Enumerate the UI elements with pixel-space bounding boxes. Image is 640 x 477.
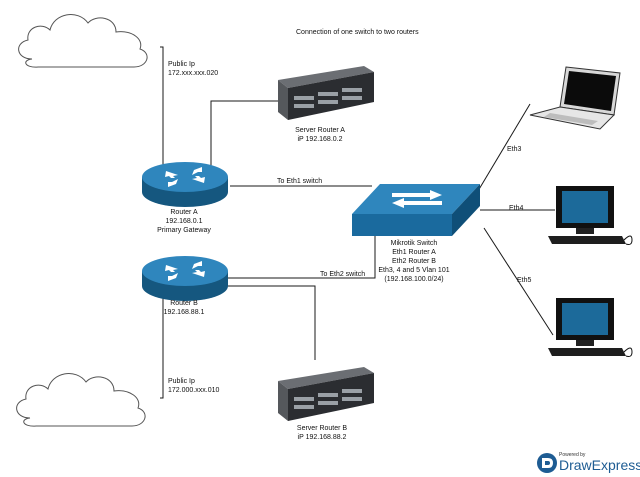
server-icon bbox=[278, 66, 374, 120]
server-icon bbox=[278, 367, 374, 421]
label-line: Primary Gateway bbox=[157, 227, 211, 234]
switch-label: Mikrotik Switch Eth1 Router A Eth2 Route… bbox=[378, 239, 449, 284]
label-line: iP 192.168.88.2 bbox=[297, 434, 347, 441]
diagram-title: Connection of one switch to two routers bbox=[296, 29, 419, 36]
switch-icon bbox=[352, 184, 480, 236]
to-eth2-label: To Eth2 switch bbox=[320, 271, 366, 278]
label-line: (192.168.100.0/24) bbox=[384, 276, 444, 283]
desktop-icon bbox=[548, 186, 633, 245]
link-switch-laptop bbox=[474, 103, 531, 197]
label-line: 192.168.88.1 bbox=[163, 309, 205, 316]
link-router-b-switch bbox=[228, 232, 376, 279]
drawexpress-brand: Powered by DrawExpress bbox=[537, 452, 640, 474]
router-icon bbox=[142, 162, 228, 207]
label-line: Eth3, 4 and 5 Vlan 101 bbox=[378, 267, 450, 274]
powered-by-text: Powered by bbox=[559, 452, 586, 458]
label-line: Eth2 Router B bbox=[392, 258, 436, 265]
link-cloud-a-router-a bbox=[160, 46, 164, 165]
router-icon bbox=[142, 256, 228, 301]
link-router-b-cloud-b bbox=[160, 296, 164, 399]
eth3-label: Eth3 bbox=[507, 146, 522, 153]
server-b-label: Server Router B iP 192.168.88.2 bbox=[297, 424, 347, 442]
label-line: 192.168.0.1 bbox=[165, 218, 203, 225]
laptop-icon bbox=[529, 66, 621, 130]
drawexpress-logo-icon bbox=[537, 453, 557, 473]
to-eth1-label: To Eth1 switch bbox=[277, 178, 323, 185]
router-a-label: Router A 192.168.0.1 Primary Gateway bbox=[157, 208, 211, 235]
label-line: Public Ip bbox=[168, 378, 195, 385]
label-line: Mikrotik Switch bbox=[390, 240, 438, 247]
label-line: Router A bbox=[170, 209, 198, 216]
label-line: iP 192.168.0.2 bbox=[297, 136, 343, 143]
public-ip-a-label: Public Ip 172.xxx.xxx.020 bbox=[168, 60, 218, 78]
server-a-label: Server Router A iP 192.168.0.2 bbox=[295, 126, 345, 144]
eth5-label: Eth5 bbox=[517, 277, 532, 284]
label-line: Public Ip bbox=[168, 61, 195, 68]
router-b-label: Router B 192.168.88.1 bbox=[164, 299, 205, 317]
brand-name: DrawExpress bbox=[559, 457, 640, 473]
eth4-label: Eth4 bbox=[509, 205, 524, 212]
connections bbox=[160, 46, 555, 399]
cloud-icon bbox=[16, 373, 146, 427]
label-line: Router B bbox=[170, 300, 198, 307]
public-ip-b-label: Public Ip 172.000.xxx.010 bbox=[168, 377, 219, 395]
label-line: Server Router B bbox=[296, 425, 348, 432]
label-line: 172.000.xxx.010 bbox=[168, 387, 220, 394]
link-switch-desktop-2 bbox=[483, 227, 554, 336]
label-line: Eth1 Router A bbox=[392, 249, 436, 256]
label-line: 172.xxx.xxx.020 bbox=[168, 70, 219, 77]
link-router-b-server-b bbox=[193, 285, 316, 360]
desktop-icon bbox=[548, 298, 633, 357]
label-line: Server Router A bbox=[295, 127, 345, 134]
cloud-icon bbox=[18, 14, 148, 68]
link-router-a-server-a bbox=[210, 100, 280, 170]
